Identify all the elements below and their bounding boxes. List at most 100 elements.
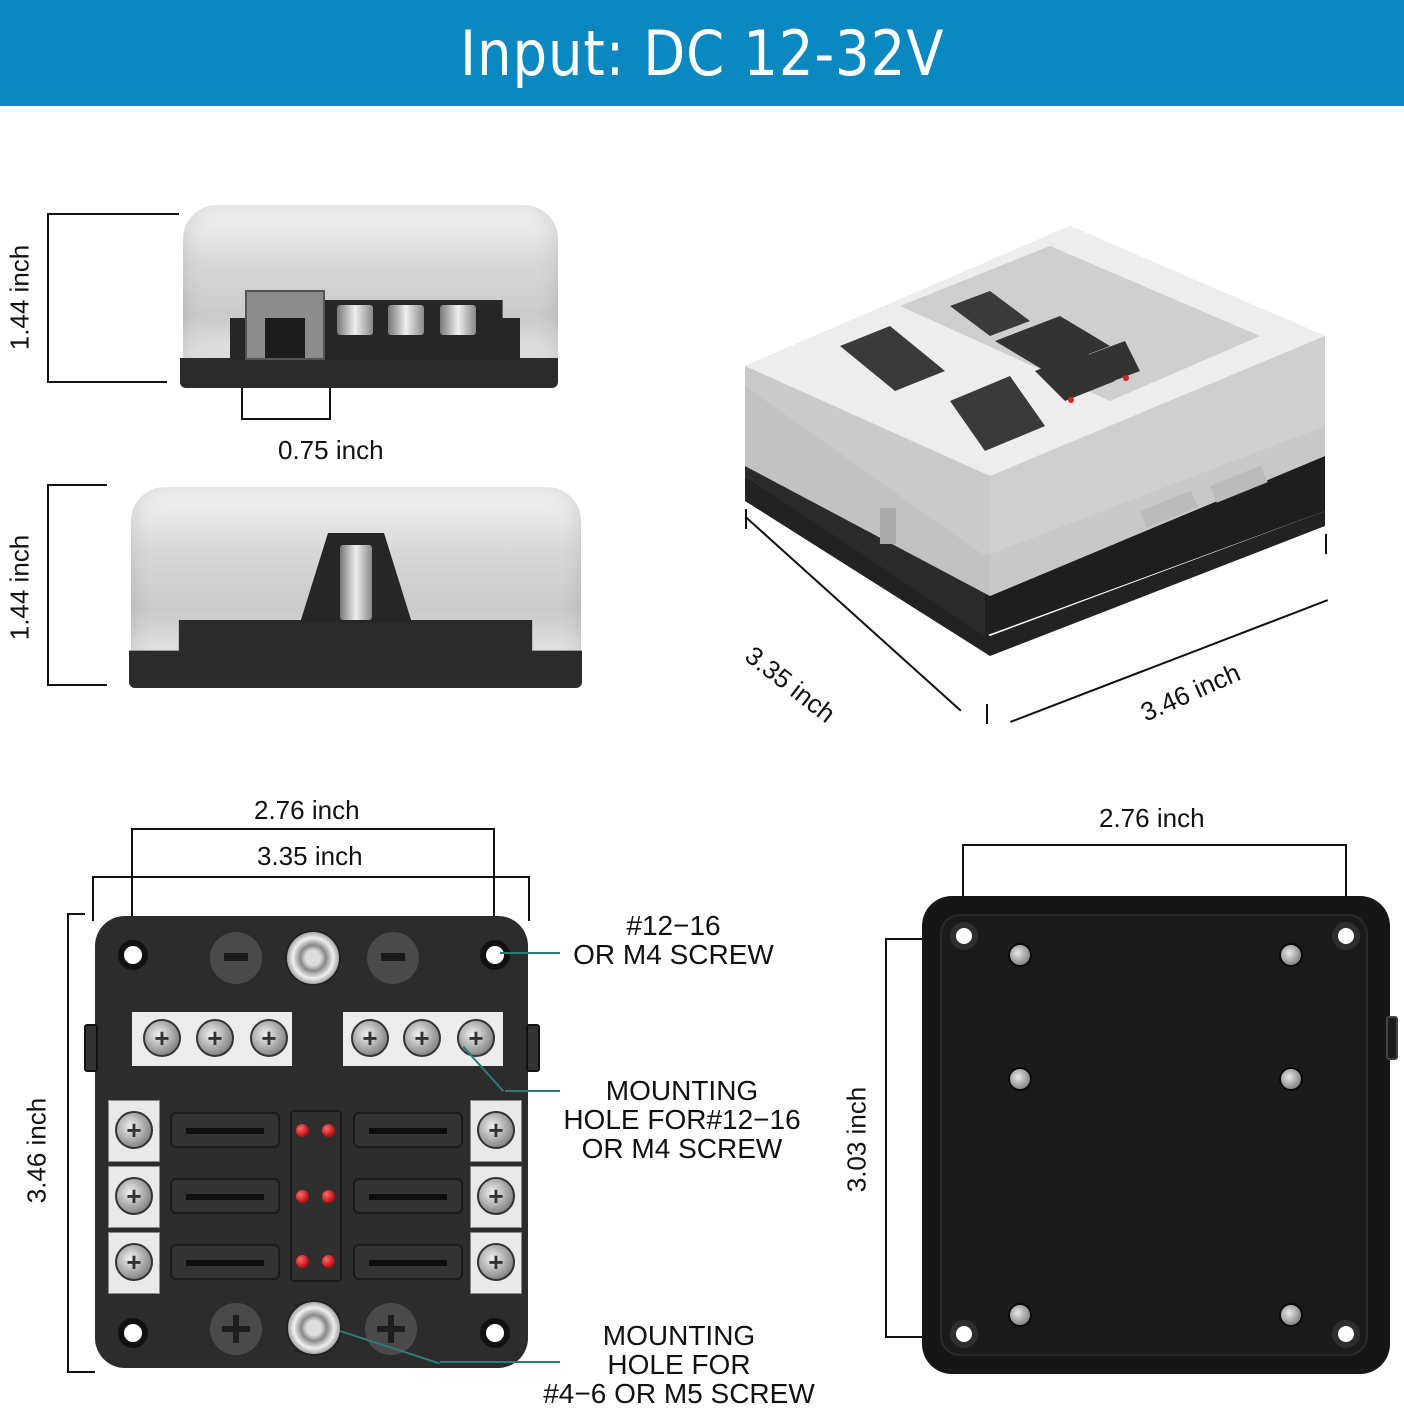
dimension-line xyxy=(962,844,1347,846)
fuse-slot xyxy=(170,1112,280,1148)
busbar-screw xyxy=(196,1019,234,1057)
fuse-slot xyxy=(353,1244,463,1280)
overall-width-label: 3.35 inch xyxy=(257,841,363,871)
mounting-hole xyxy=(118,1318,148,1348)
led-indicator xyxy=(296,1124,309,1137)
mounting-hole xyxy=(480,1318,510,1348)
fuse-box-bottom xyxy=(922,896,1390,1374)
side-clip xyxy=(84,1024,98,1072)
callout-line: MOUNTING xyxy=(602,1320,756,1351)
height-label: 3.03 inch xyxy=(841,1086,872,1193)
callout-hole-screw: #12−16 OR M4 SCREW xyxy=(566,911,781,969)
cap-plug-plus xyxy=(210,1303,262,1355)
banner-title: Input: DC 12-32V xyxy=(459,16,945,90)
callout-leader xyxy=(440,1361,560,1363)
led-indicator xyxy=(322,1124,335,1137)
callout-line: HOLE FOR xyxy=(607,1349,751,1380)
callout-leader xyxy=(500,952,560,954)
hole-spacing-label: 2.76 inch xyxy=(1099,803,1205,833)
fuse-slot xyxy=(353,1112,463,1148)
busbar-screw xyxy=(457,1019,495,1057)
panel-screw xyxy=(1279,1067,1303,1091)
power-stud xyxy=(340,545,372,620)
terminal-screw xyxy=(388,305,424,335)
busbar-screw xyxy=(143,1019,181,1057)
terminal-screw xyxy=(477,1111,515,1149)
callout-mounting-hole-m4: MOUNTING HOLE FOR#12−16 OR M4 SCREW xyxy=(554,1076,810,1163)
busbar-screw xyxy=(250,1019,288,1057)
fuse-slot xyxy=(170,1178,280,1214)
panel-screw xyxy=(1279,1303,1303,1327)
dimension-line xyxy=(493,828,495,958)
fuse-slot xyxy=(170,1244,280,1280)
dimension-line xyxy=(67,1371,95,1373)
dimension-line xyxy=(47,213,179,215)
terminal-screw xyxy=(440,305,476,335)
output-terminal xyxy=(108,1166,160,1228)
output-terminal xyxy=(470,1100,522,1162)
dimension-line xyxy=(47,213,49,383)
dimension-line xyxy=(131,828,495,830)
dimension-line xyxy=(47,484,49,686)
mounting-hole xyxy=(950,1320,978,1348)
dimension-line xyxy=(47,684,107,686)
dimension-line xyxy=(986,704,988,724)
dimension-line xyxy=(528,876,530,921)
terminal-screw xyxy=(115,1111,153,1149)
height-label: 1.44 inch xyxy=(4,534,35,641)
panel-screw xyxy=(1279,943,1303,967)
output-terminal xyxy=(108,1100,160,1162)
callout-line: #4−6 OR M5 SCREW xyxy=(543,1378,815,1409)
dimension-line xyxy=(67,913,85,915)
led-indicator xyxy=(296,1190,309,1203)
slot-width-label: 0.75 inch xyxy=(278,435,384,465)
callout-line: #12−16 xyxy=(626,910,721,941)
callout-line: OR M4 SCREW xyxy=(581,1133,783,1164)
dimension-line xyxy=(885,938,887,1338)
dimension-line xyxy=(92,876,530,878)
panel-screw xyxy=(1008,1303,1032,1327)
power-stud xyxy=(286,1300,342,1356)
cap-plug-minus xyxy=(367,932,419,984)
output-terminal xyxy=(470,1166,522,1228)
side-clip xyxy=(1386,1016,1398,1060)
dimension-line xyxy=(1325,534,1327,554)
mounting-hole xyxy=(118,940,148,970)
ground-stud xyxy=(285,930,341,986)
height-label: 3.46 inch xyxy=(21,1097,52,1204)
black-base xyxy=(129,620,582,688)
black-base xyxy=(180,358,558,388)
dimension-line xyxy=(329,388,331,420)
mounting-hole xyxy=(950,922,978,950)
led-indicator xyxy=(296,1255,309,1268)
mounting-hole xyxy=(1332,1320,1360,1348)
led-indicator xyxy=(322,1255,335,1268)
dimension-line xyxy=(241,388,243,420)
panel-screw xyxy=(1008,943,1032,967)
dimension-line xyxy=(131,828,133,958)
callout-line: HOLE FOR#12−16 xyxy=(563,1104,801,1135)
terminal-screw xyxy=(337,305,373,335)
mounting-hole xyxy=(1332,922,1360,950)
header-banner: Input: DC 12-32V xyxy=(0,0,1404,106)
busbar-screw xyxy=(351,1019,389,1057)
isometric-view xyxy=(740,226,1330,724)
busbar-screw xyxy=(403,1019,441,1057)
panel-screw xyxy=(1008,1067,1032,1091)
callout-leader xyxy=(505,1090,560,1092)
mounting-hole xyxy=(480,940,510,970)
side-clip xyxy=(526,1024,540,1072)
terminal-screw xyxy=(477,1243,515,1281)
hole-spacing-label: 2.76 inch xyxy=(254,795,360,825)
latch-slot xyxy=(265,318,305,358)
callout-line: OR M4 SCREW xyxy=(573,939,774,970)
bottom-panel xyxy=(940,914,1368,1356)
dimension-line xyxy=(92,876,94,921)
terminal-screw xyxy=(115,1243,153,1281)
dimension-line xyxy=(47,484,107,486)
terminal-screw xyxy=(115,1177,153,1215)
callout-mounting-hole-m5: MOUNTING HOLE FOR #4−6 OR M5 SCREW xyxy=(533,1321,825,1408)
output-terminal xyxy=(108,1232,160,1294)
terminal-screw xyxy=(477,1177,515,1215)
dimension-line xyxy=(962,844,964,936)
